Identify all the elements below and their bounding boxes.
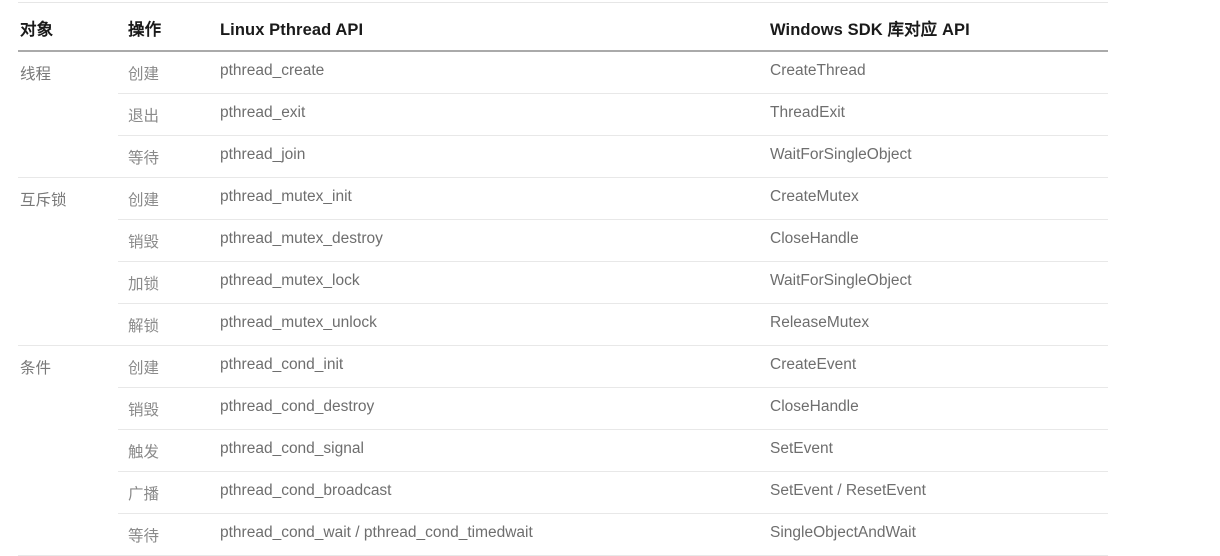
cell-linux-api: pthread_exit bbox=[208, 93, 758, 136]
cell-operation: 加锁 bbox=[118, 261, 208, 304]
cell-operation: 等待 bbox=[118, 513, 208, 556]
cell-linux-api: pthread_mutex_lock bbox=[208, 261, 758, 304]
table-header-row: 对象 操作 Linux Pthread API Windows SDK 库对应 … bbox=[18, 4, 1108, 52]
cell-windows-api: CreateThread bbox=[758, 51, 1108, 94]
cell-operation: 创建 bbox=[118, 51, 208, 94]
cell-operation: 销毁 bbox=[118, 219, 208, 262]
cell-operation: 退出 bbox=[118, 93, 208, 136]
cell-windows-api: CreateMutex bbox=[758, 177, 1108, 220]
cell-windows-api: SingleObjectAndWait bbox=[758, 513, 1108, 556]
table-top-rule-row bbox=[18, 2, 1108, 4]
cell-operation: 等待 bbox=[118, 135, 208, 178]
column-header-windows-sdk-api: Windows SDK 库对应 API bbox=[758, 4, 1108, 52]
cell-linux-api: pthread_cond_wait / pthread_cond_timedwa… bbox=[208, 513, 758, 556]
column-header-operation: 操作 bbox=[118, 4, 208, 52]
cell-linux-api: pthread_join bbox=[208, 135, 758, 178]
cell-object: 条件 bbox=[18, 345, 118, 556]
cell-windows-api: CreateEvent bbox=[758, 345, 1108, 388]
cell-object: 互斥锁 bbox=[18, 177, 118, 346]
cell-linux-api: pthread_cond_init bbox=[208, 345, 758, 388]
page-root: 对象 操作 Linux Pthread API Windows SDK 库对应 … bbox=[18, 2, 1108, 556]
cell-linux-api: pthread_mutex_destroy bbox=[208, 219, 758, 262]
cell-operation: 解锁 bbox=[118, 303, 208, 346]
cell-operation: 触发 bbox=[118, 429, 208, 472]
cell-linux-api: pthread_mutex_unlock bbox=[208, 303, 758, 346]
cell-windows-api: SetEvent / ResetEvent bbox=[758, 471, 1108, 514]
top-rule-cell-operation bbox=[118, 2, 208, 4]
cell-linux-api: pthread_cond_signal bbox=[208, 429, 758, 472]
cell-operation: 创建 bbox=[118, 177, 208, 220]
cell-linux-api: pthread_cond_broadcast bbox=[208, 471, 758, 514]
cell-operation: 广播 bbox=[118, 471, 208, 514]
cell-operation: 创建 bbox=[118, 345, 208, 388]
top-rule-cell-object bbox=[18, 2, 118, 4]
cell-windows-api: WaitForSingleObject bbox=[758, 261, 1108, 304]
cell-linux-api: pthread_cond_destroy bbox=[208, 387, 758, 430]
cell-windows-api: SetEvent bbox=[758, 429, 1108, 472]
cell-object: 线程 bbox=[18, 51, 118, 178]
top-rule-cell-windows bbox=[758, 2, 1108, 4]
cell-windows-api: WaitForSingleObject bbox=[758, 135, 1108, 178]
column-header-linux-pthread-api: Linux Pthread API bbox=[208, 4, 758, 52]
cell-windows-api: CloseHandle bbox=[758, 219, 1108, 262]
cell-linux-api: pthread_create bbox=[208, 51, 758, 94]
cell-operation: 销毁 bbox=[118, 387, 208, 430]
cell-linux-api: pthread_mutex_init bbox=[208, 177, 758, 220]
top-rule-cell-linux bbox=[208, 2, 758, 4]
pthread-winapi-comparison-table: 对象 操作 Linux Pthread API Windows SDK 库对应 … bbox=[18, 2, 1108, 556]
cell-windows-api: ReleaseMutex bbox=[758, 303, 1108, 346]
cell-windows-api: CloseHandle bbox=[758, 387, 1108, 430]
column-header-object: 对象 bbox=[18, 4, 118, 52]
table-header: 对象 操作 Linux Pthread API Windows SDK 库对应 … bbox=[18, 2, 1108, 52]
cell-windows-api: ThreadExit bbox=[758, 93, 1108, 136]
